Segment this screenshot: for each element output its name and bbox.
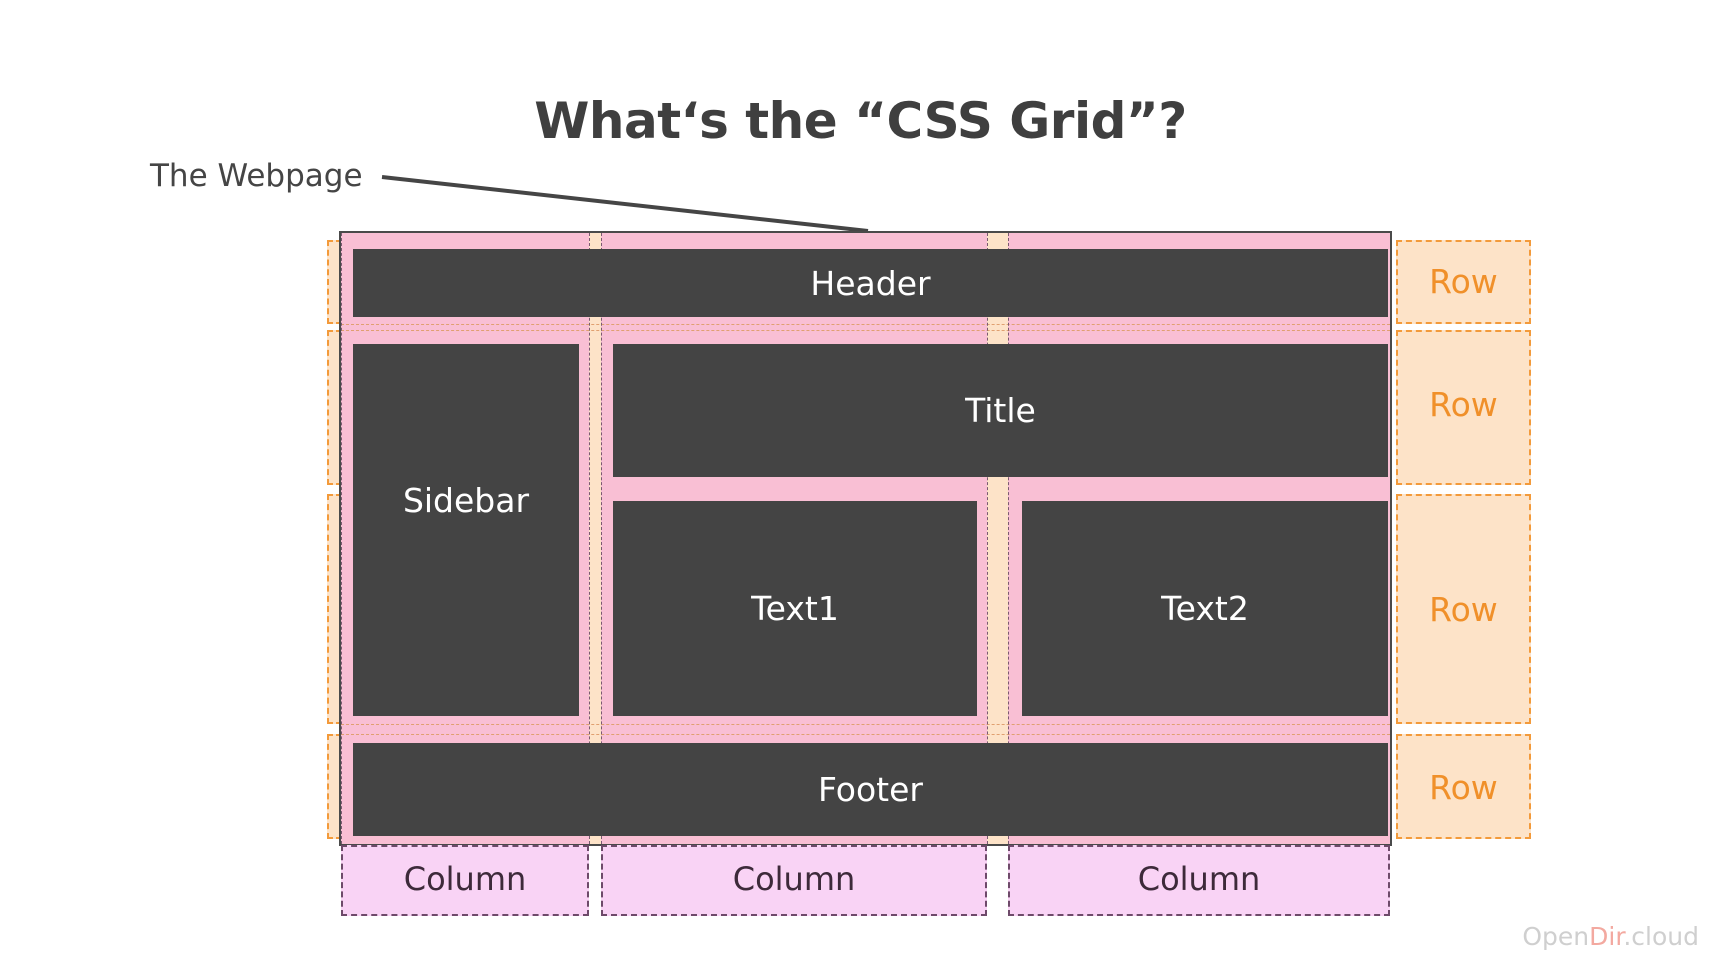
column-label-1: Column xyxy=(403,860,527,898)
text2-label: Text2 xyxy=(1161,589,1249,628)
column-divider-2 xyxy=(589,233,590,844)
column-divider-1 xyxy=(341,233,342,844)
column-label-2: Column xyxy=(732,860,856,898)
column-box-1 xyxy=(341,845,589,916)
header-area: Header xyxy=(353,249,1388,317)
row-box-2 xyxy=(1396,330,1531,485)
footer-area: Footer xyxy=(353,743,1388,836)
column-divider-3 xyxy=(601,233,602,844)
row-label-4: Row xyxy=(1429,768,1498,807)
text1-area: Text1 xyxy=(613,501,977,716)
sidebar-label: Sidebar xyxy=(402,480,530,520)
row-box-1 xyxy=(1396,240,1531,324)
text2-area: Text2 xyxy=(1022,501,1388,716)
column-divider-5 xyxy=(1008,233,1009,844)
column-divider-4 xyxy=(987,233,988,844)
column-box-3 xyxy=(1008,845,1390,916)
row-gap-line-4 xyxy=(341,734,1390,735)
footer-label: Footer xyxy=(818,770,923,809)
row-box-4 xyxy=(1396,734,1531,839)
row-gap-line-3 xyxy=(341,724,1390,725)
row-label-3: Row xyxy=(1429,590,1498,629)
row-gap-line-2 xyxy=(341,330,1390,331)
gap-strip-1 xyxy=(589,233,601,844)
sidebar-area: Sidebar xyxy=(353,344,579,716)
brand-part-dir: Dir xyxy=(1589,922,1624,951)
brand-part-open: Open xyxy=(1522,922,1590,951)
title-area: Title xyxy=(613,344,1388,477)
column-label-3: Column xyxy=(1137,860,1261,898)
row-label-2: Row xyxy=(1429,385,1498,424)
title-label: Title xyxy=(965,391,1036,430)
brand-watermark: OpenDir.cloud xyxy=(1522,922,1699,951)
column-box-2 xyxy=(601,845,987,916)
webpage-label: The Webpage xyxy=(150,158,363,194)
text1-label: Text1 xyxy=(751,589,839,628)
row-label-1: Row xyxy=(1429,262,1498,301)
row-box-3 xyxy=(1396,494,1531,724)
brand-part-cloud: .cloud xyxy=(1623,922,1699,951)
row-gap-line-1 xyxy=(341,324,1390,325)
header-label: Header xyxy=(810,263,931,303)
page-title: What‘s the “CSS Grid”? xyxy=(534,92,1187,150)
